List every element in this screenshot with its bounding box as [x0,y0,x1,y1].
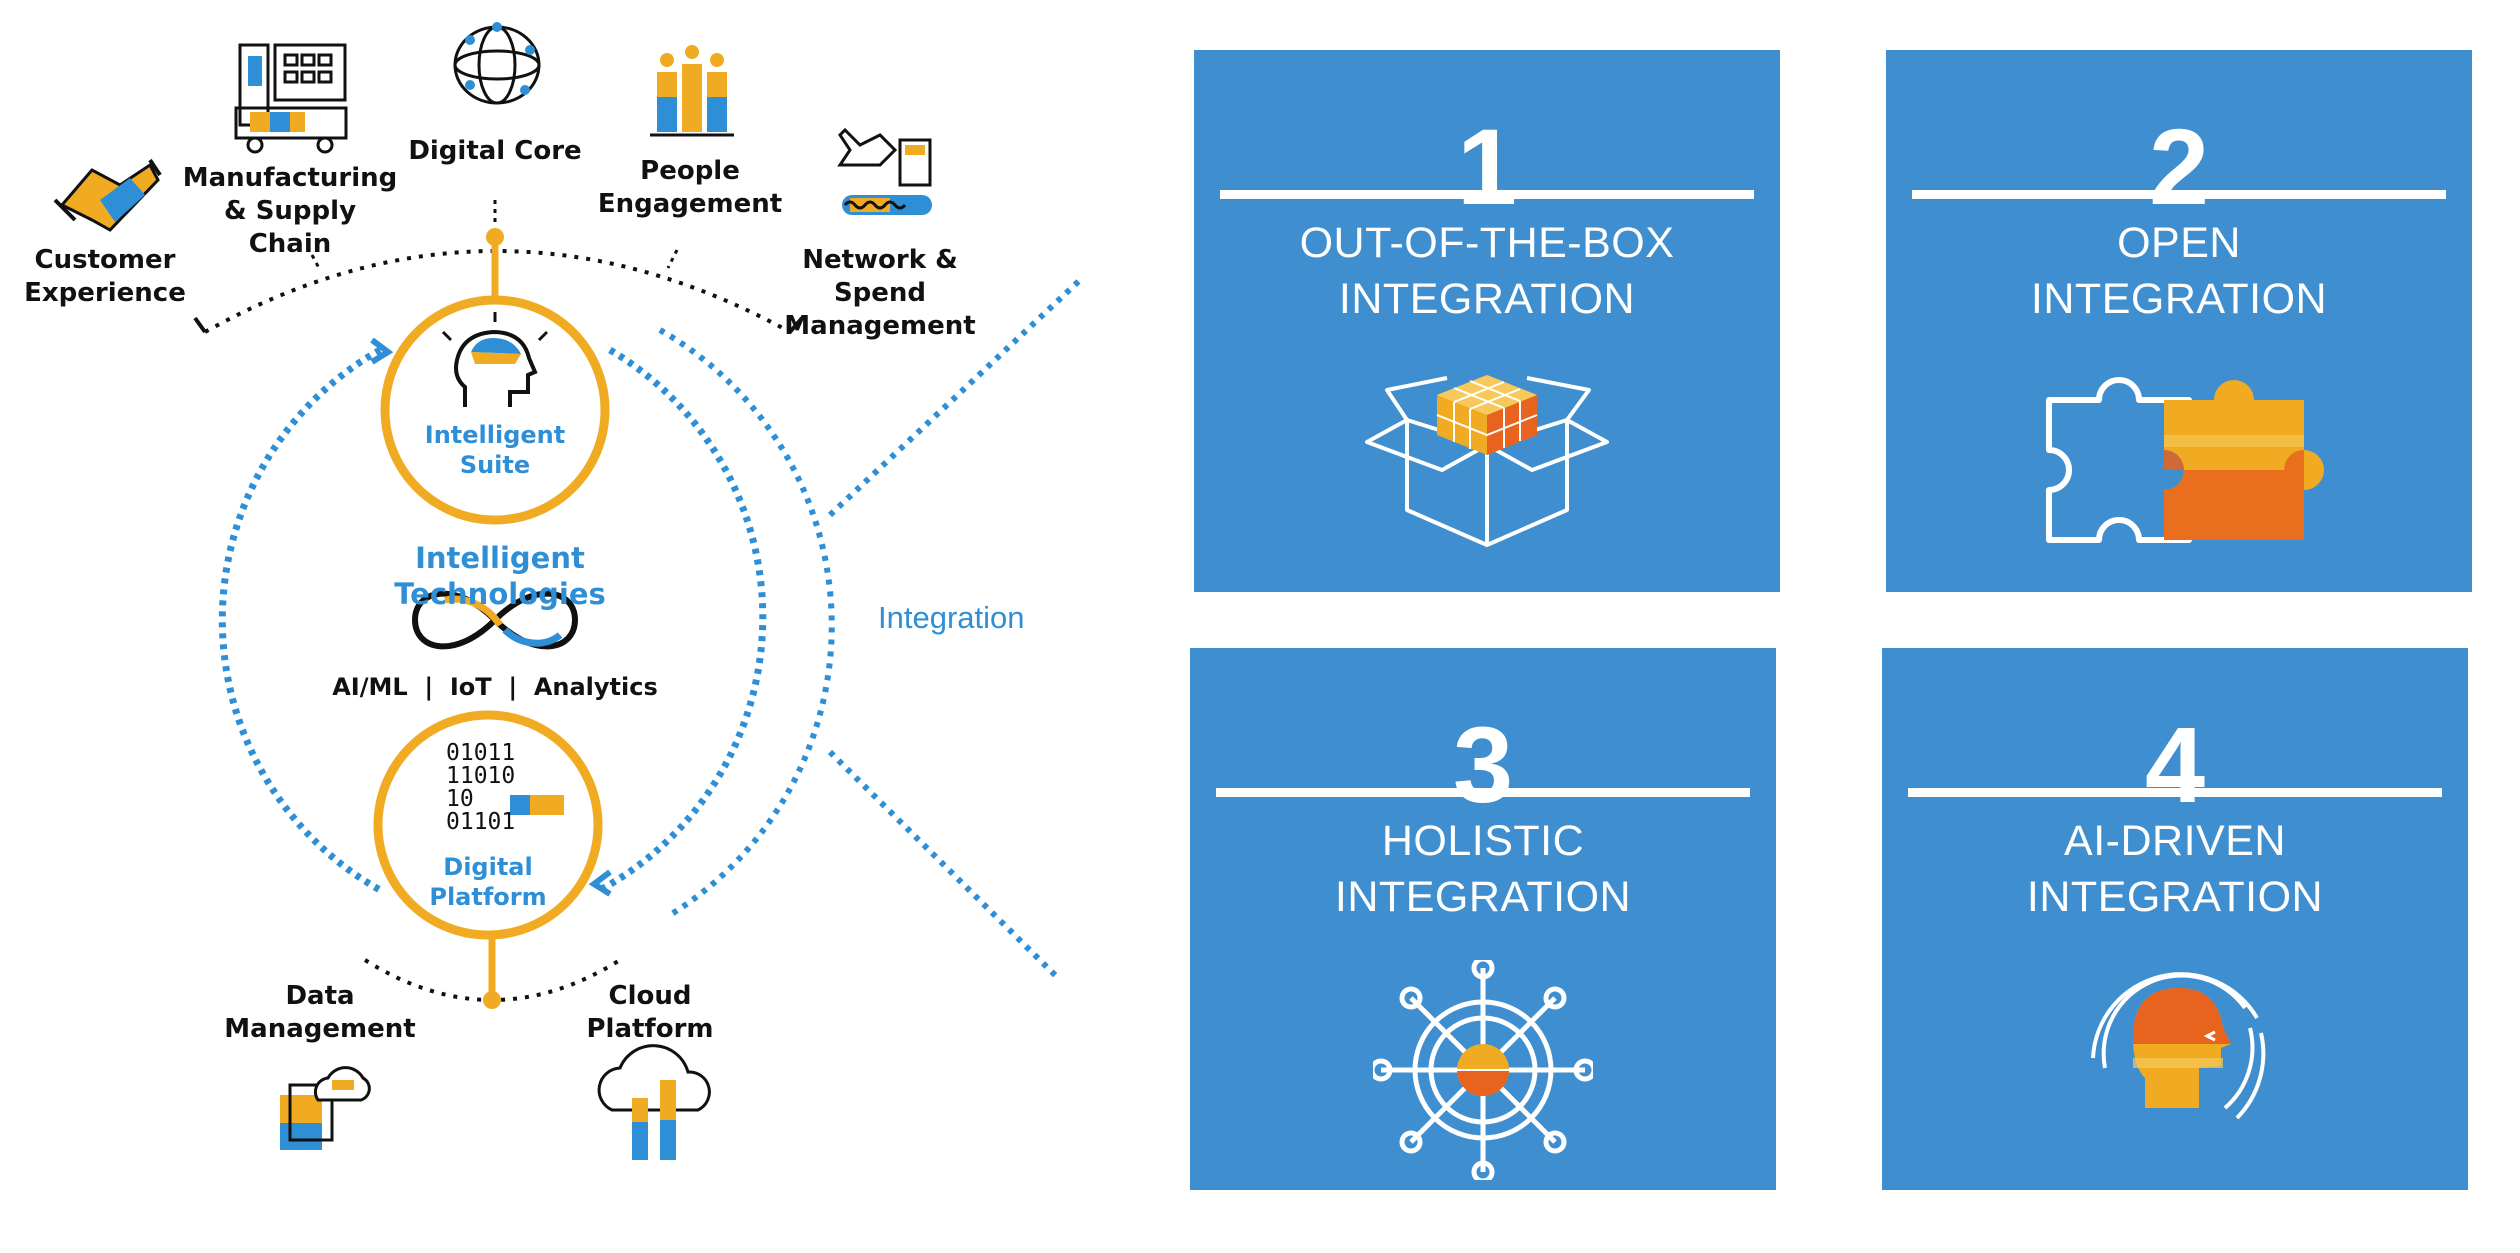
infinity-icon [411,590,579,650]
card-title: HOLISTIC INTEGRATION [1334,817,1632,921]
card-title: OUT-OF-THE-BOX INTEGRATION [1299,219,1675,323]
label-digital-core: Digital Core [408,136,582,166]
label-network-spend-management: Network & Spend Management [784,245,976,341]
card-title: OPEN INTEGRATION [2030,219,2328,323]
diagram-graphics [53,22,1083,1160]
card-open-integration: 2 OPEN INTEGRATION [1886,50,2472,592]
label-customer-experience: Customer Experience [24,245,186,308]
handshake-icon [53,158,162,232]
plane-calculator-icon [837,127,932,215]
cloud-bars-icon [597,1044,711,1160]
arrow-head-bottom [588,869,612,897]
globe-network-icon [453,22,541,105]
integration-outer-arc [658,327,835,918]
label-integration: Integration [878,600,1025,635]
digital-platform-circle [373,710,603,940]
card-ai-driven-integration: 4 AI-DRIVEN INTEGRATION [1882,648,2468,1190]
intelligent-enterprise-diagram: Customer Experience Manufacturing & Supp… [0,0,1100,1248]
integration-line-upper [827,277,1083,518]
blue-circle-right-arc [598,346,767,894]
blue-circle-left-arc [218,346,382,894]
arrow-head-top [370,337,394,365]
label-cloud-platform: Cloud Platform [586,981,714,1044]
label-intelligent-suite: Intelligent Suite [424,421,566,479]
puzzle-icon [2046,377,2324,543]
card-out-of-the-box-integration: 1 OUT-OF-THE-BOX INTEGRATION [1194,50,1780,592]
tick-people [666,249,679,269]
card-divider [1216,788,1750,797]
label-people-engagement: People Engagement [597,156,783,219]
open-box-icon [1365,375,1609,547]
card-holistic-integration: 3 HOLISTIC INTEGRATION [1190,648,1776,1190]
documents-cloud-icon [280,1066,371,1150]
card-divider [1908,788,2442,797]
label-intelligent-technologies: Intelligent Technologies [394,541,606,611]
intelligent-suite-circle [380,295,610,525]
label-tech-list: AI/ML | IoT | Analytics [332,673,658,701]
card-divider [1220,190,1754,199]
card-number: 3 [1452,704,1514,825]
binary-icon: 01011 11010 10 01101 [446,740,516,835]
card-number: 2 [2148,106,2210,227]
ai-head-icon [2091,972,2266,1120]
label-manufacturing-supply-chain: Manufacturing & Supply Chain [182,163,398,259]
integration-line-lower [827,749,1063,983]
head-lightbulb-icon [441,312,549,407]
card-number: 1 [1456,106,1518,227]
tick-manufacturing [310,254,322,271]
people-icon [650,45,734,137]
ship-wheel-icon [1373,960,1593,1180]
label-digital-platform: Digital Platform [429,853,547,911]
card-divider [1912,190,2446,199]
card-title: AI-DRIVEN INTEGRATION [2026,817,2324,921]
card-number: 4 [2144,704,2206,825]
label-data-management: Data Management [224,981,416,1044]
